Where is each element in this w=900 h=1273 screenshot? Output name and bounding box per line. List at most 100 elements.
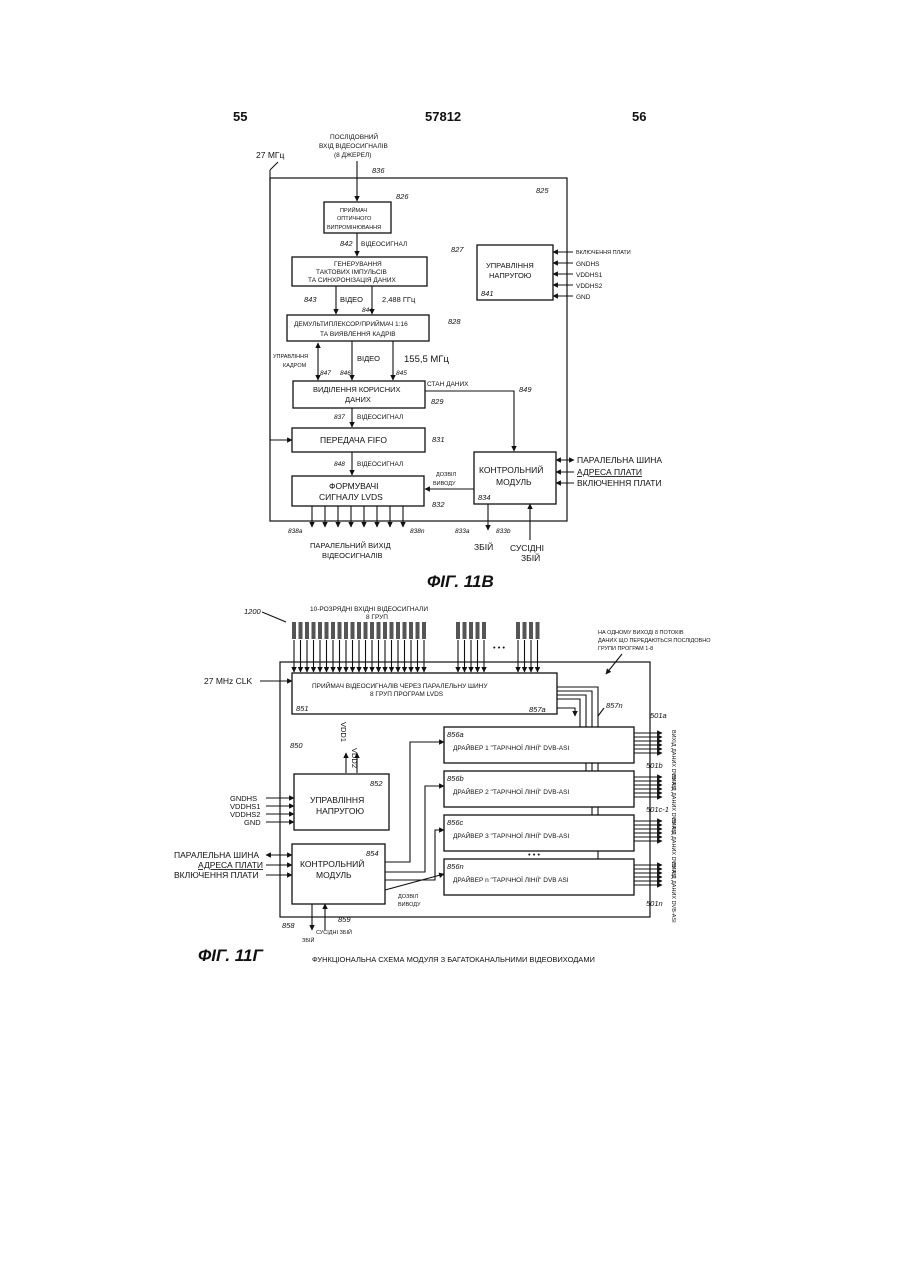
ref-856a: 856a bbox=[447, 730, 464, 739]
g-fail: ЗБІЙ bbox=[302, 936, 314, 944]
input-pin-label bbox=[357, 622, 361, 639]
neighbor-label-1: СУСІДНІ bbox=[510, 543, 544, 553]
ref-852: 852 bbox=[370, 779, 383, 788]
serial-input-label-2: ВХІД ВІДЕОСИГНАЛІВ bbox=[319, 143, 388, 150]
sig-846-label: ВІДЕО bbox=[357, 354, 380, 363]
b832-l2: СИГНАЛУ LVDS bbox=[319, 492, 383, 502]
ref-856n: 856n bbox=[447, 862, 464, 871]
ref-856c: 856c bbox=[447, 818, 464, 827]
fail-label: ЗБІЙ bbox=[474, 541, 493, 552]
sig-837-label: ВІДЕОСИГНАЛ bbox=[357, 414, 403, 421]
serial-input-label: ПОСЛІДОВНИЙ bbox=[330, 132, 378, 141]
g-bus-1: ПАРАЛЕЛЬНА ШИНА bbox=[174, 850, 259, 860]
input-pin-label bbox=[305, 622, 309, 639]
note-1: НА ОДНОМУ ВИХОДІ 8 ПОТОКІВ bbox=[598, 630, 684, 636]
patent-number: 57812 bbox=[425, 109, 461, 124]
input-pin-label bbox=[536, 622, 540, 639]
out-label-1: ПАРАЛЕЛЬНИЙ ВИХІД bbox=[310, 541, 391, 550]
input-pin-label bbox=[456, 622, 460, 639]
input-pin-label bbox=[344, 622, 348, 639]
ref-850: 850 bbox=[290, 741, 303, 750]
driver-n-label: ДРАЙВЕР n "ТАРІЧНОЇ ЛІНІЇ" DVB ASI bbox=[453, 875, 569, 884]
input-pin-label bbox=[390, 622, 394, 639]
page-number-right: 56 bbox=[632, 109, 646, 124]
clk-label: 27 MHz CLK bbox=[204, 676, 253, 686]
ref-858: 858 bbox=[282, 921, 295, 930]
pwr-in-2: GNDHS bbox=[576, 261, 600, 268]
right-bus-2: АДРЕСА ПЛАТИ bbox=[577, 467, 642, 477]
driver-1-label: ДРАЙВЕР 1 "ТАРІЧНОЇ ЛІНІЇ" DVB-ASI bbox=[453, 743, 569, 752]
ref-831: 831 bbox=[432, 435, 445, 444]
input-pin-label bbox=[383, 622, 387, 639]
driver-3-label: ДРАЙВЕР 3 "ТАРІЧНОЇ ЛІНІЇ" DVB-ASI bbox=[453, 831, 569, 840]
b841-l1: УПРАВЛІННЯ bbox=[486, 261, 534, 270]
vdd2-label: VDD2 bbox=[350, 748, 359, 768]
sig-847: 847 bbox=[320, 370, 331, 377]
ref-854: 854 bbox=[366, 849, 379, 858]
b831-l1: ПЕРЕДАЧА FIFO bbox=[320, 435, 387, 445]
b826-l1: ПРИЙМАЧ bbox=[340, 206, 367, 214]
inputs-label-2: 8 ГРУП bbox=[366, 614, 388, 621]
b829-l2: ДАНИХ bbox=[345, 395, 371, 404]
b841-l2: НАПРУГОЮ bbox=[489, 271, 532, 280]
b854-l2: МОДУЛЬ bbox=[316, 870, 352, 880]
input-pin-label bbox=[318, 622, 322, 639]
sig-846: 846 bbox=[340, 370, 351, 377]
sig-847-label-2: КАДРОМ bbox=[283, 363, 307, 369]
g-bus-3: ВКЛЮЧЕННЯ ПЛАТИ bbox=[174, 870, 259, 880]
ref-826: 826 bbox=[396, 192, 409, 201]
input-pin-label bbox=[529, 622, 533, 639]
ref-851: 851 bbox=[296, 704, 309, 713]
sig-848-label: ВІДЕОСИГНАЛ bbox=[357, 461, 403, 468]
input-pin-label bbox=[403, 622, 407, 639]
input-pin-label bbox=[482, 622, 486, 639]
out-501a: 501a bbox=[650, 711, 667, 720]
input-pin-label bbox=[377, 622, 381, 639]
ref-832: 832 bbox=[432, 500, 445, 509]
b827-l1: ГЕНЕРУВАННЯ bbox=[334, 261, 382, 268]
b826-l2: ОПТИЧНОГО bbox=[337, 216, 372, 222]
figure-11g-title: ФУНКЦІОНАЛЬНА СХЕМА МОДУЛЯ З БАГАТОКАНАЛ… bbox=[312, 955, 595, 964]
sig-848: 848 bbox=[334, 461, 345, 468]
out-501b: 501b bbox=[646, 761, 663, 770]
g-neighbor: СУСІДНІ ЗБІЙ bbox=[316, 928, 352, 936]
input-pin-label bbox=[338, 622, 342, 639]
b828-l1: ДЕМУЛЬТИПЛЕКСОР/ПРИЙМАЧ 1:16 bbox=[294, 319, 408, 328]
ref-857n: 857n bbox=[606, 701, 623, 710]
note-3: ГРУПИ ПРОГРАМ 1-8 bbox=[598, 646, 653, 652]
out-label-2: ВІДЕОСИГНАЛІВ bbox=[322, 551, 382, 560]
ref-834: 834 bbox=[478, 493, 491, 502]
input-pin-label bbox=[416, 622, 420, 639]
status-label: СТАН ДАНИХ bbox=[427, 381, 469, 388]
neighbor-label-2: ЗБІЙ bbox=[521, 552, 540, 563]
b827-l3: ТА СИНХРОНІЗАЦІЯ ДАНИХ bbox=[308, 277, 397, 284]
figure-11g-caption: ФІГ. 11Г bbox=[198, 946, 264, 965]
pwr-in-3: VDDHS1 bbox=[576, 272, 603, 279]
b834-l1: КОНТРОЛЬНИЙ bbox=[479, 464, 543, 475]
out-838n: 838n bbox=[410, 528, 425, 535]
input-pin-label bbox=[331, 622, 335, 639]
ref-859: 859 bbox=[338, 915, 351, 924]
b852-l2: НАПРУГОЮ bbox=[316, 806, 364, 816]
input-pin-label bbox=[299, 622, 303, 639]
b826-l3: ВИПРОМІНЮВАННЯ bbox=[327, 225, 381, 231]
sig-844: 844 bbox=[362, 307, 373, 314]
b829-l1: ВИДІЛЕННЯ КОРИСНИХ bbox=[313, 385, 401, 394]
note-2: ДАНИХ ЩО ПЕРЕДАЮТЬСЯ ПОСЛІДОВНО bbox=[598, 638, 711, 644]
out-501c: 501c-1 bbox=[646, 805, 669, 814]
serial-input-label-3: (8 ДЖЕРЕЛ) bbox=[334, 152, 371, 159]
ref-836: 836 bbox=[372, 166, 385, 175]
input-pin-label bbox=[312, 622, 316, 639]
b851-l1: ПРИЙМАЧ ВІДЕОСИГНАЛІВ ЧЕРЕЗ ПАРАЛЕЛЬНУ Ш… bbox=[312, 681, 488, 690]
b854-l1: КОНТРОЛЬНИЙ bbox=[300, 858, 364, 869]
ref-833b: 833b bbox=[496, 528, 511, 535]
input-pin-label bbox=[364, 622, 368, 639]
sig-842: 842 bbox=[340, 239, 353, 248]
clock-label: 27 МГц bbox=[256, 150, 284, 160]
right-bus-3: ВКЛЮЧЕННЯ ПЛАТИ bbox=[577, 478, 662, 488]
right-bus-1: ПАРАЛЕЛЬНА ШИНА bbox=[577, 455, 662, 465]
ref-856b: 856b bbox=[447, 774, 464, 783]
figure-11b-caption: ФІГ. 11В bbox=[427, 572, 494, 591]
g-enable-2: ВИВОДУ bbox=[398, 902, 421, 908]
